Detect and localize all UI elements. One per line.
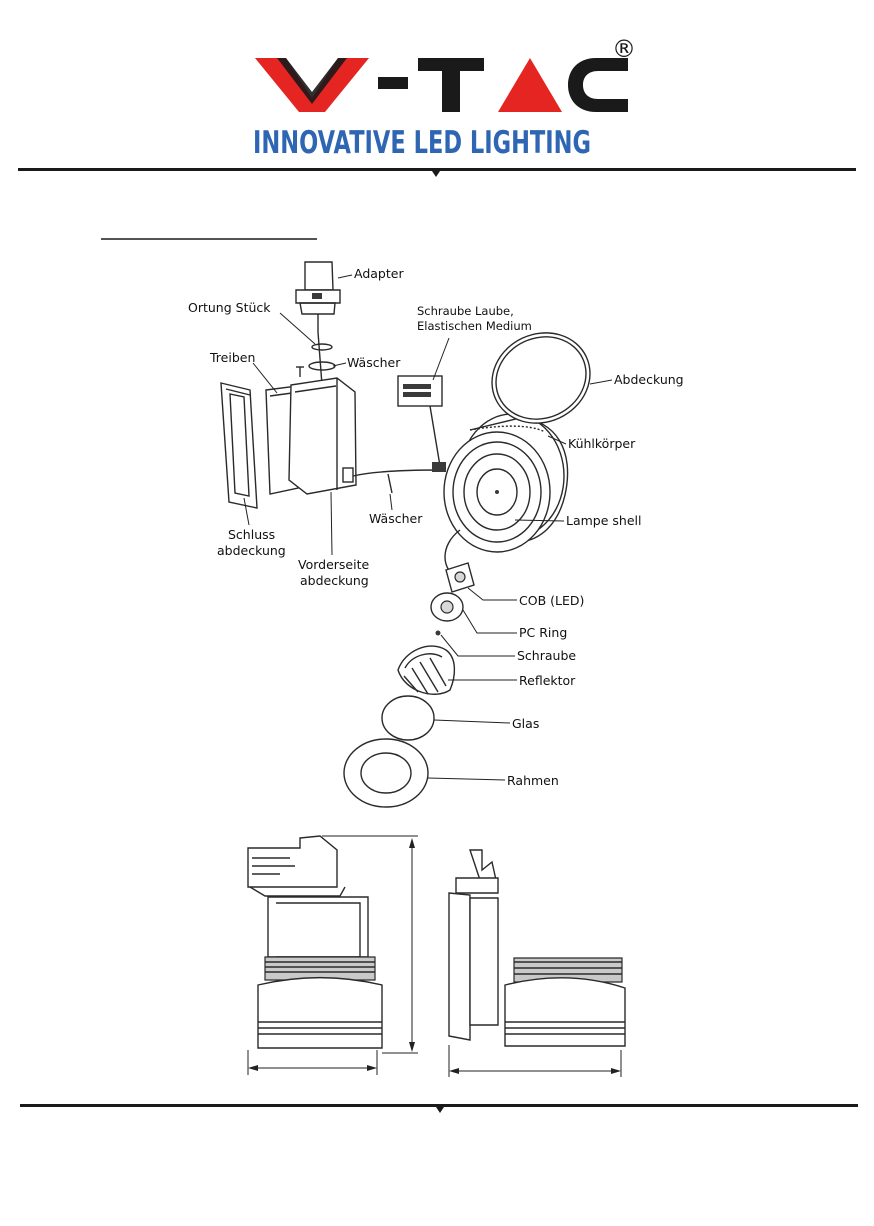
label-schraube-laube-2: Elastischen Medium: [417, 319, 532, 333]
side-view-drawing: [449, 850, 625, 1077]
logo-letter-a: [498, 58, 562, 112]
label-waescher-top: Wäscher: [347, 355, 401, 370]
label-waescher-mid: Wäscher: [369, 511, 423, 526]
end-cover-part: [221, 383, 257, 508]
small-screw-part: [436, 631, 441, 636]
label-schraube-laube-1: Schraube Laube,: [417, 304, 514, 318]
label-schluss-1: Schluss: [228, 527, 275, 542]
label-schluss-2: abdeckung: [217, 543, 286, 558]
label-vorder-1: Vorderseite: [298, 557, 369, 572]
glass-part: [382, 696, 434, 740]
label-schraube: Schraube: [517, 648, 576, 663]
brand-logo: ® INNOVATIVE LED LIGHTING: [253, 35, 636, 161]
label-reflektor: Reflektor: [519, 673, 576, 688]
header-divider: [18, 168, 856, 177]
screw-cluster-part: [398, 376, 446, 472]
brand-tagline: INNOVATIVE LED LIGHTING: [253, 125, 591, 161]
logo-dash: [378, 77, 408, 89]
label-pc-ring: PC Ring: [519, 625, 567, 640]
adapter-part: [296, 262, 340, 332]
housing-part: [289, 378, 356, 494]
label-ortung: Ortung Stück: [188, 300, 271, 315]
footer-divider: [20, 1104, 858, 1113]
label-glas: Glas: [512, 716, 539, 731]
label-kuehlkoerper: Kühlkörper: [568, 436, 636, 451]
label-adapter: Adapter: [354, 266, 404, 281]
label-cob: COB (LED): [519, 593, 584, 608]
exploded-view-diagram: Adapter Ortung Stück Schraube Laube, Ela…: [188, 262, 684, 807]
front-view-drawing: [248, 836, 418, 1075]
logo-letter-c: [568, 58, 628, 112]
label-rahmen: Rahmen: [507, 773, 559, 788]
label-lampe-shell: Lampe shell: [566, 513, 641, 528]
label-vorder-2: abdeckung: [300, 573, 369, 588]
frame-part: [344, 739, 428, 807]
cob-led-part: [446, 563, 474, 592]
reflector-part: [398, 646, 454, 694]
lamp-head-part: [444, 414, 568, 580]
label-treiben: Treiben: [209, 350, 255, 365]
label-abdeckung: Abdeckung: [614, 372, 684, 387]
registered-mark: ®: [612, 35, 636, 63]
logo-letter-t-stem: [442, 58, 460, 112]
